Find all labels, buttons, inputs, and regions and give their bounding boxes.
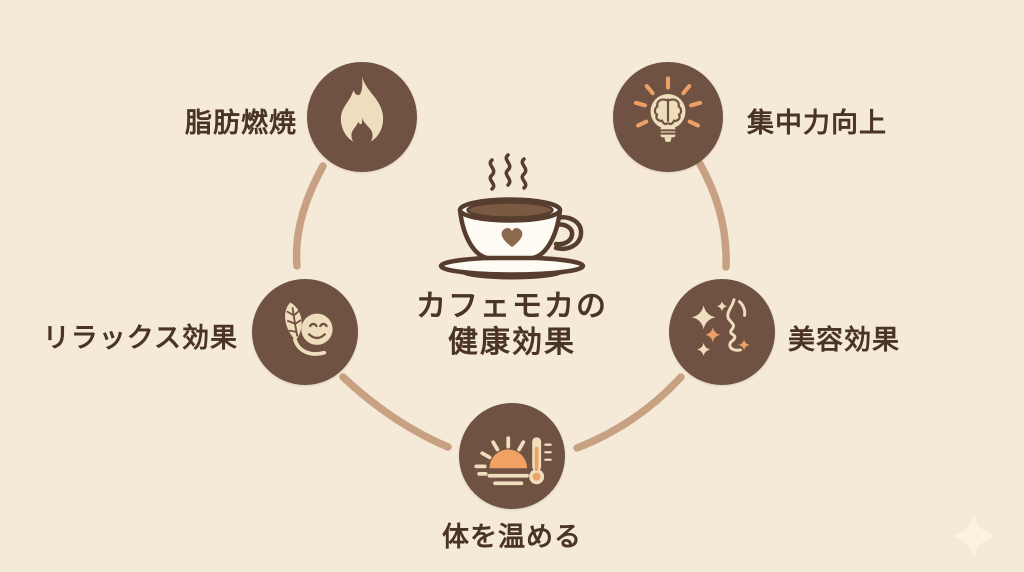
face-profile	[726, 298, 747, 352]
connector-arc-topleft-left	[292, 162, 327, 270]
diagram-title-line1: カフェモカの	[416, 290, 608, 323]
fat-burning-label: 脂肪燃焼	[185, 108, 297, 138]
warming-label: 体を温める	[442, 522, 582, 552]
brain-bulb-icon	[633, 76, 703, 142]
sparkle-stars	[691, 301, 750, 356]
flame-icon	[340, 76, 384, 146]
heart-icon	[501, 227, 523, 247]
beauty-node	[669, 279, 775, 385]
coffee-cup-icon	[438, 153, 586, 280]
coffee-surface	[466, 201, 554, 219]
leaf-smile-icon	[285, 302, 333, 356]
steam-icon	[488, 153, 528, 191]
sparkle-icon	[952, 514, 996, 558]
brain-icon	[653, 98, 683, 126]
beauty-label: 美容効果	[788, 325, 900, 355]
sun-rays	[474, 436, 526, 476]
diagram-title: カフェモカの 健康効果	[0, 289, 1024, 361]
connector-arc-left-bottom	[339, 373, 452, 451]
warming-node	[459, 403, 565, 509]
concentration-node	[613, 62, 723, 172]
sun-icon	[489, 449, 528, 469]
diagram-title-line2: 健康効果	[448, 326, 576, 359]
saucer-rim	[460, 269, 564, 280]
relaxation-label: リラックス効果	[42, 323, 238, 353]
light-rays	[633, 76, 703, 128]
sun-thermometer-icon	[474, 436, 552, 486]
connector-arc-right-bottom	[573, 373, 685, 452]
thermometer-icon	[529, 437, 552, 485]
cup-handle	[553, 215, 584, 251]
connector-arc-topright-right	[696, 160, 730, 271]
relaxation-node	[252, 279, 358, 385]
concentration-label: 集中力向上	[747, 108, 887, 138]
smiley-face-icon	[301, 313, 333, 345]
leaf-stem	[293, 337, 327, 356]
face-sparkles-icon	[691, 298, 750, 356]
fat-burning-node	[307, 62, 417, 172]
